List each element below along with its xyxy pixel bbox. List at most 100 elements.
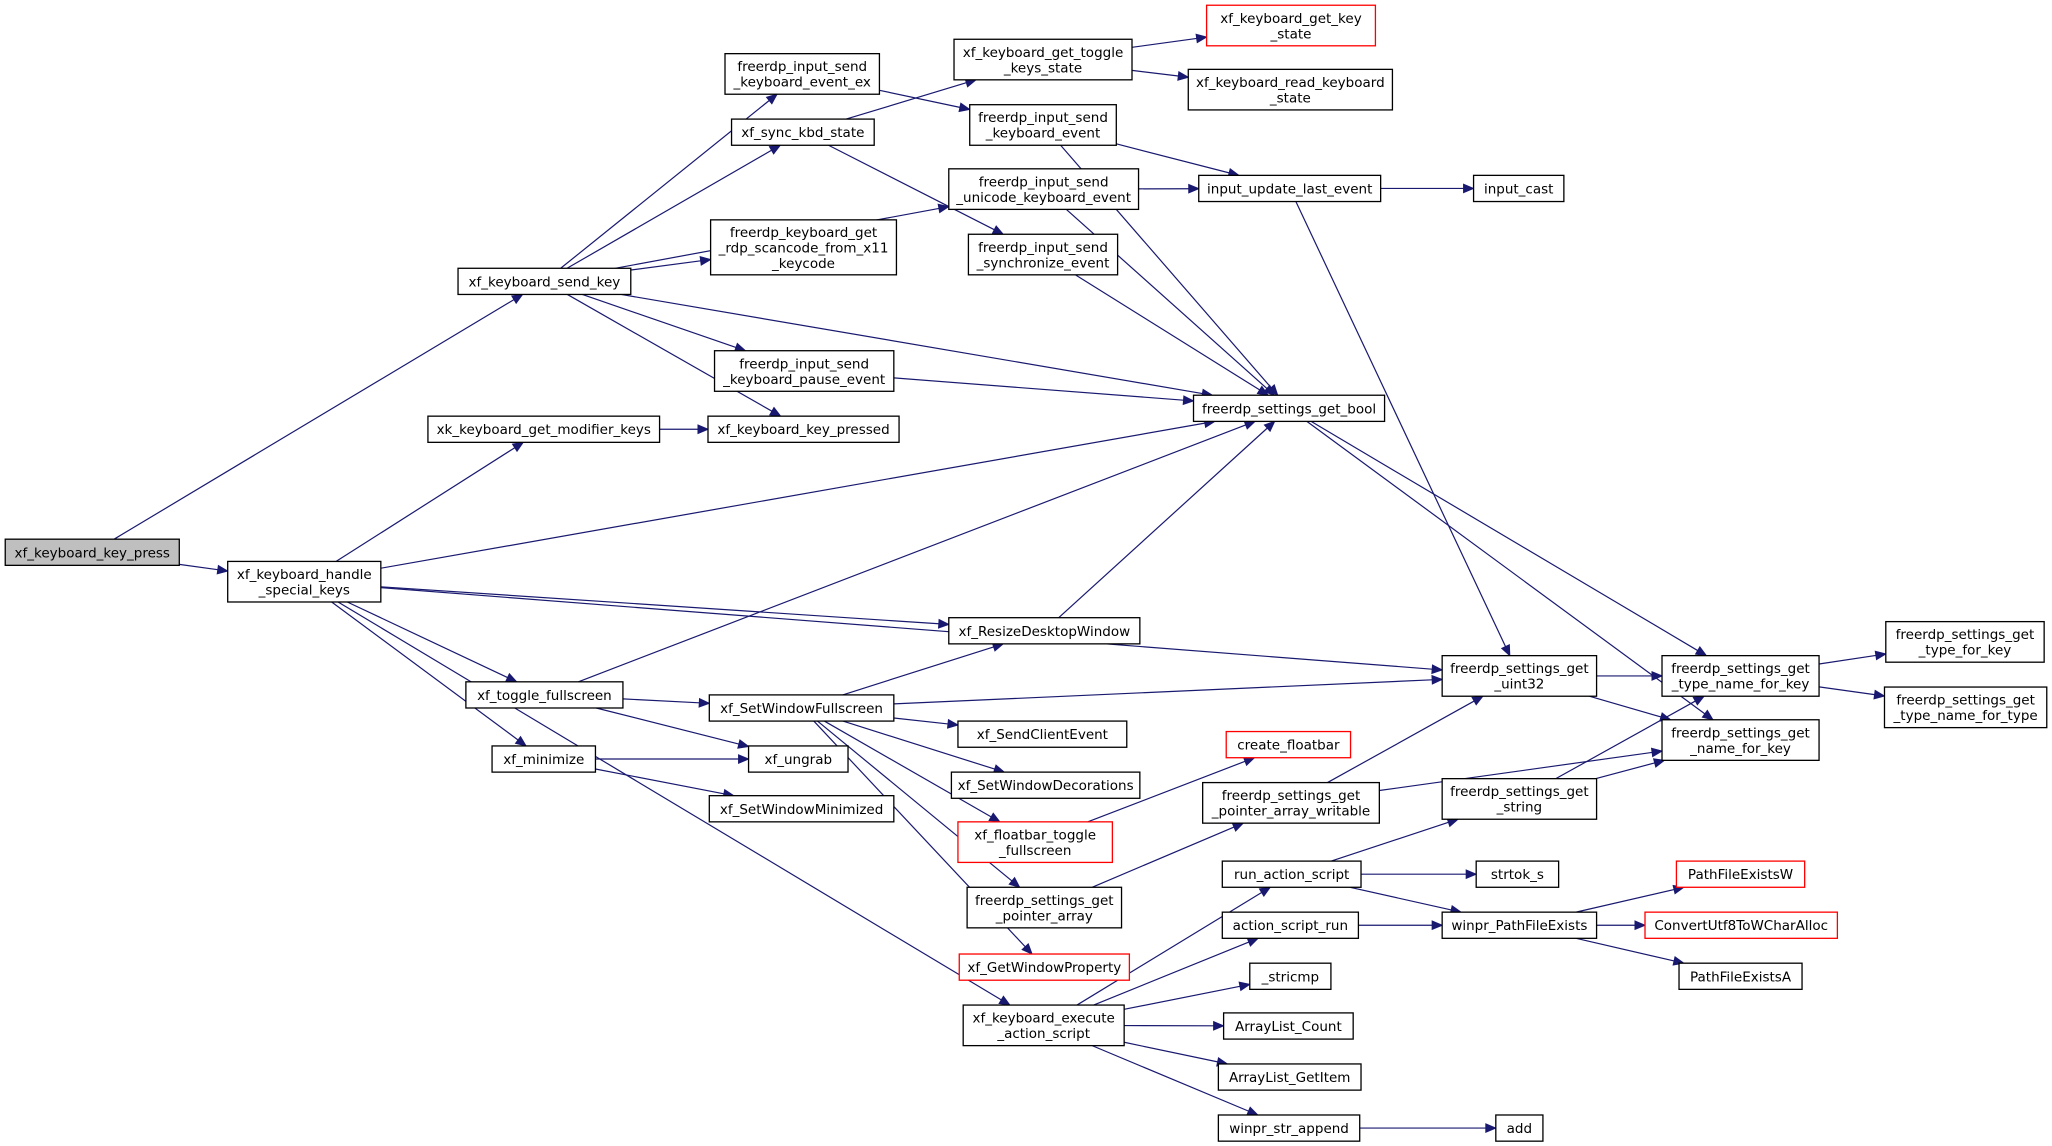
node-box[interactable] (1472, 174, 1565, 203)
node-get-rdp-scancode[interactable]: freerdp_keyboard_get_rdp_scancode_from_x… (709, 219, 898, 276)
node-name-for-key[interactable]: freerdp_settings_get_name_for_key (1661, 719, 1820, 761)
node-box[interactable] (708, 795, 895, 823)
node-resize[interactable]: xf_ResizeDesktopWindow (948, 617, 1141, 645)
node-box[interactable] (1217, 1063, 1362, 1091)
node-box[interactable] (948, 617, 1141, 645)
node-box[interactable] (1441, 654, 1598, 697)
node-box[interactable] (966, 886, 1123, 929)
node-box[interactable] (724, 53, 881, 95)
node-box[interactable] (1885, 620, 2045, 663)
node-box[interactable] (1661, 719, 1820, 761)
node-box[interactable] (1225, 730, 1352, 759)
node-box[interactable] (1187, 68, 1394, 111)
node-pfe-a[interactable]: PathFileExistsA (1678, 962, 1803, 991)
node-box[interactable] (948, 168, 1140, 211)
node-strtok[interactable]: strtok_s (1475, 860, 1560, 888)
node-read-kbd-state[interactable]: xf_keyboard_read_keyboard_state (1187, 68, 1394, 111)
node-box[interactable] (1495, 1114, 1544, 1142)
node-box[interactable] (747, 745, 849, 773)
node-get-ptr-array[interactable]: freerdp_settings_get_pointer_array (966, 886, 1123, 929)
node-exec-action[interactable]: xf_keyboard_execute_action_script (962, 1004, 1125, 1047)
node-send-sync[interactable]: freerdp_input_send_synchronize_event (967, 233, 1119, 276)
node-box[interactable] (957, 821, 1114, 864)
node-al-count[interactable]: ArrayList_Count (1222, 1012, 1354, 1040)
node-type-name-for-type[interactable]: freerdp_settings_get_type_name_for_type (1883, 686, 2048, 729)
node-box[interactable] (1661, 654, 1820, 697)
node-al-getitem[interactable]: ArrayList_GetItem (1217, 1063, 1362, 1091)
node-minimize[interactable]: xf_minimize (491, 745, 597, 773)
node-box[interactable] (1192, 394, 1386, 423)
node-box[interactable] (957, 720, 1128, 748)
node-box[interactable] (1198, 174, 1382, 203)
node-type-for-key[interactable]: freerdp_settings_get_type_for_key (1885, 620, 2045, 663)
node-path-exists[interactable]: winpr_PathFileExists (1441, 911, 1598, 939)
node-ungrab[interactable]: xf_ungrab (747, 745, 849, 773)
node-add[interactable]: add (1495, 1114, 1544, 1142)
node-update-last[interactable]: input_update_last_event (1198, 174, 1382, 203)
node-box[interactable] (457, 267, 632, 296)
node-type-name-for-key[interactable]: freerdp_settings_get_type_name_for_key (1661, 654, 1820, 697)
node-box[interactable] (713, 350, 895, 392)
node-box[interactable] (953, 38, 1133, 81)
node-box[interactable] (491, 745, 597, 773)
node-box[interactable] (1678, 962, 1803, 991)
node-input-cast[interactable]: input_cast (1472, 174, 1565, 203)
node-key-press[interactable]: xf_keyboard_key_press (4, 538, 180, 566)
node-box[interactable] (1883, 686, 2048, 729)
node-stricmp[interactable]: _stricmp (1249, 962, 1332, 991)
node-set-fs[interactable]: xf_SetWindowFullscreen (708, 694, 895, 722)
node-handle-special[interactable]: xf_keyboard_handle_special_keys (227, 560, 382, 603)
node-box[interactable] (707, 415, 900, 443)
node-box[interactable] (967, 233, 1119, 276)
node-get-winprop[interactable]: xf_GetWindowProperty (958, 953, 1131, 981)
node-box[interactable] (227, 560, 382, 603)
node-send-key[interactable]: xf_keyboard_send_key (457, 267, 632, 296)
node-box[interactable] (427, 415, 661, 443)
node-get-ptr-writable[interactable]: freerdp_settings_get_pointer_array_writa… (1202, 781, 1380, 824)
node-box[interactable] (950, 771, 1141, 799)
node-box[interactable] (1441, 911, 1598, 939)
node-get-toggle[interactable]: xf_keyboard_get_toggle_keys_state (953, 38, 1133, 81)
node-get-bool[interactable]: freerdp_settings_get_bool (1192, 394, 1386, 423)
node-action-run[interactable]: action_script_run (1221, 911, 1360, 939)
node-get-modifier[interactable]: xk_keyboard_get_modifier_keys (427, 415, 661, 443)
node-box[interactable] (1221, 860, 1362, 888)
node-set-min[interactable]: xf_SetWindowMinimized (708, 795, 895, 823)
node-box[interactable] (1221, 911, 1360, 939)
node-pfe-w[interactable]: PathFileExistsW (1675, 860, 1806, 888)
node-box[interactable] (969, 104, 1117, 146)
node-str-append[interactable]: winpr_str_append (1217, 1114, 1361, 1142)
node-sync-kbd[interactable]: xf_sync_kbd_state (730, 118, 875, 146)
node-box[interactable] (1441, 778, 1598, 820)
node-get-string[interactable]: freerdp_settings_get_string (1441, 778, 1598, 820)
node-box[interactable] (958, 953, 1131, 981)
node-box[interactable] (730, 118, 875, 146)
node-send-client[interactable]: xf_SendClientEvent (957, 720, 1128, 748)
node-send-kbd[interactable]: freerdp_input_send_keyboard_event (969, 104, 1117, 146)
node-box[interactable] (1644, 911, 1839, 939)
node-run-action[interactable]: run_action_script (1221, 860, 1362, 888)
node-key-pressed[interactable]: xf_keyboard_key_pressed (707, 415, 900, 443)
node-set-deco[interactable]: xf_SetWindowDecorations (950, 771, 1141, 799)
node-box[interactable] (962, 1004, 1125, 1047)
node-box[interactable] (1217, 1114, 1361, 1142)
node-box[interactable] (1205, 4, 1377, 47)
node-create-floatbar[interactable]: create_floatbar (1225, 730, 1352, 759)
node-utf8-to-wchar[interactable]: ConvertUtf8ToWCharAlloc (1644, 911, 1839, 939)
node-send-unicode[interactable]: freerdp_input_send_unicode_keyboard_even… (948, 168, 1140, 211)
node-box[interactable] (465, 681, 624, 709)
node-send-pause[interactable]: freerdp_input_send_keyboard_pause_event (713, 350, 895, 392)
node-box[interactable] (709, 219, 898, 276)
node-box[interactable] (1249, 962, 1332, 991)
node-box[interactable] (4, 538, 180, 566)
node-box[interactable] (1675, 860, 1806, 888)
node-box[interactable] (1222, 1012, 1354, 1040)
node-get-uint32[interactable]: freerdp_settings_get_uint32 (1441, 654, 1598, 697)
node-send-kbd-ex[interactable]: freerdp_input_send_keyboard_event_ex (724, 53, 881, 95)
node-box[interactable] (1475, 860, 1560, 888)
node-box[interactable] (1202, 781, 1380, 824)
node-box[interactable] (708, 694, 895, 722)
node-toggle-fs[interactable]: xf_toggle_fullscreen (465, 681, 624, 709)
node-get-key-state[interactable]: xf_keyboard_get_key_state (1205, 4, 1377, 47)
node-floatbar-toggle[interactable]: xf_floatbar_toggle_fullscreen (957, 821, 1114, 864)
